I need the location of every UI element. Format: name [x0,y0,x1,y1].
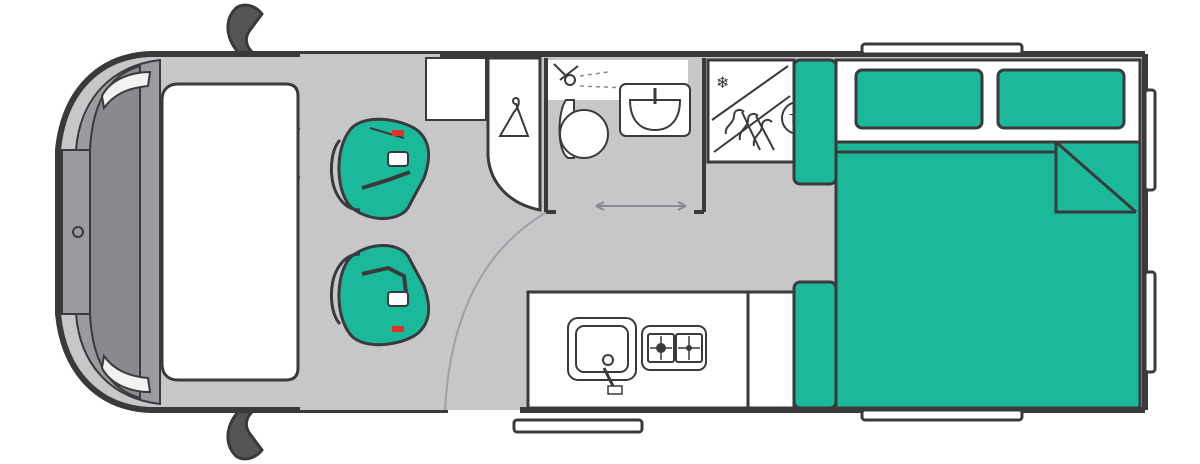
mirror-bottom [226,410,264,461]
side-cushion-top [792,58,838,186]
heating-icon [724,108,775,151]
cabinet[interactable] [425,57,487,121]
double-arrow-icon [595,201,687,211]
seat-belt-buckle [392,130,404,136]
duvet-fold [1054,142,1136,214]
sink-icon [567,317,637,395]
cab-seat-passenger[interactable] [330,244,431,347]
washroom [544,58,706,214]
kitchen-counter[interactable] [526,290,796,410]
window-bottom [860,408,1024,422]
window-rear-bottom [1143,270,1157,374]
pillow-right[interactable] [996,68,1126,130]
toilet-icon [558,99,609,159]
side-cushion-bottom [792,280,838,410]
seat-belt [361,170,411,190]
cab-seat-driver[interactable] [330,117,431,220]
seat-belt [361,265,408,293]
entrance-door-swing [444,209,551,411]
grille [61,149,91,315]
hob-icon [641,325,707,371]
seat-belt-buckle [392,326,404,332]
snowflake-icon: ❄ [716,73,729,92]
headlight-bottom [100,353,152,394]
rear-bed[interactable] [834,58,1142,410]
fridge-tv-unit[interactable]: ❄ TV [706,58,815,164]
dashboard [160,82,300,382]
pillow-left[interactable] [854,68,984,130]
headlight-top [100,70,152,111]
entrance-step [512,418,644,434]
window-rear-top [1143,88,1157,192]
badge [72,226,84,238]
mirror-top [226,3,264,54]
kitchen-cupboard [746,290,796,410]
hanger-icon [498,96,530,137]
wardrobe[interactable] [486,56,542,212]
window-top [860,42,1024,56]
